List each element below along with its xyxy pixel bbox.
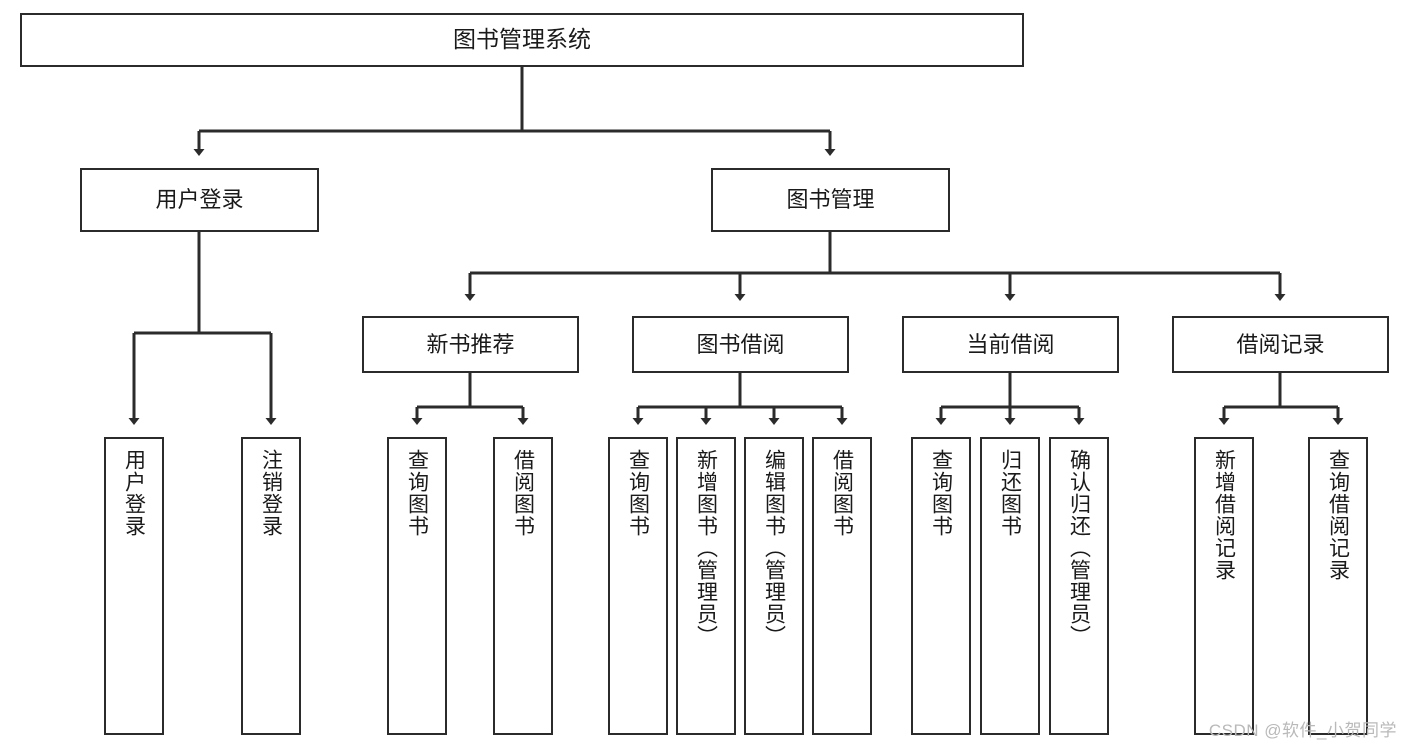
csdn-watermark: CSDN @软件_小贺同学 (1208, 721, 1397, 740)
leaf-return-book[interactable]: 归还图书 (980, 437, 1040, 735)
leaf-query-book-current[interactable]: 查询图书 (911, 437, 971, 735)
node-label: 新书推荐 (426, 331, 515, 357)
node-label: 编辑图书（管理员） (762, 449, 786, 647)
node-root-book-management-system[interactable]: 图书管理系统 (20, 13, 1024, 67)
leaf-add-book-admin[interactable]: 新增图书（管理员） (676, 437, 736, 735)
node-label: 查询借阅记录 (1326, 449, 1350, 581)
leaf-borrow-book[interactable]: 借阅图书 (812, 437, 872, 735)
leaf-logout[interactable]: 注销登录 (241, 437, 301, 735)
leaf-query-borrow-record[interactable]: 查询借阅记录 (1308, 437, 1368, 735)
leaf-query-book-borrow[interactable]: 查询图书 (608, 437, 668, 735)
node-label: 用户登录 (122, 449, 146, 537)
leaf-confirm-return-admin[interactable]: 确认归还（管理员） (1049, 437, 1109, 735)
node-label: 查询图书 (626, 449, 650, 537)
node-label: 新增借阅记录 (1212, 449, 1236, 581)
leaf-borrow-book-recommend[interactable]: 借阅图书 (493, 437, 553, 735)
node-label: 查询图书 (929, 449, 953, 537)
node-label: 图书管理系统 (453, 26, 591, 53)
node-book-borrowing[interactable]: 图书借阅 (632, 316, 849, 373)
node-label: 借阅图书 (511, 449, 535, 537)
node-book-management[interactable]: 图书管理 (711, 168, 950, 232)
node-label: 借阅图书 (830, 449, 854, 537)
node-current-borrowing[interactable]: 当前借阅 (902, 316, 1119, 373)
node-label: 新增图书（管理员） (694, 449, 718, 647)
node-label: 当前借阅 (966, 331, 1055, 357)
node-label: 确认归还（管理员） (1067, 449, 1091, 647)
leaf-query-book-recommend[interactable]: 查询图书 (387, 437, 447, 735)
node-label: 注销登录 (259, 449, 283, 537)
node-label: 图书借阅 (696, 331, 785, 357)
node-label: 归还图书 (998, 449, 1022, 537)
leaf-add-borrow-record[interactable]: 新增借阅记录 (1194, 437, 1254, 735)
node-label: 查询图书 (405, 449, 429, 537)
leaf-user-login[interactable]: 用户登录 (104, 437, 164, 735)
node-label: 图书管理 (786, 187, 875, 213)
node-user-login[interactable]: 用户登录 (80, 168, 319, 232)
node-new-book-recommendation[interactable]: 新书推荐 (362, 316, 579, 373)
leaf-edit-book-admin[interactable]: 编辑图书（管理员） (744, 437, 804, 735)
node-borrowing-record[interactable]: 借阅记录 (1172, 316, 1389, 373)
node-label: 用户登录 (155, 187, 244, 213)
node-label: 借阅记录 (1236, 331, 1325, 357)
